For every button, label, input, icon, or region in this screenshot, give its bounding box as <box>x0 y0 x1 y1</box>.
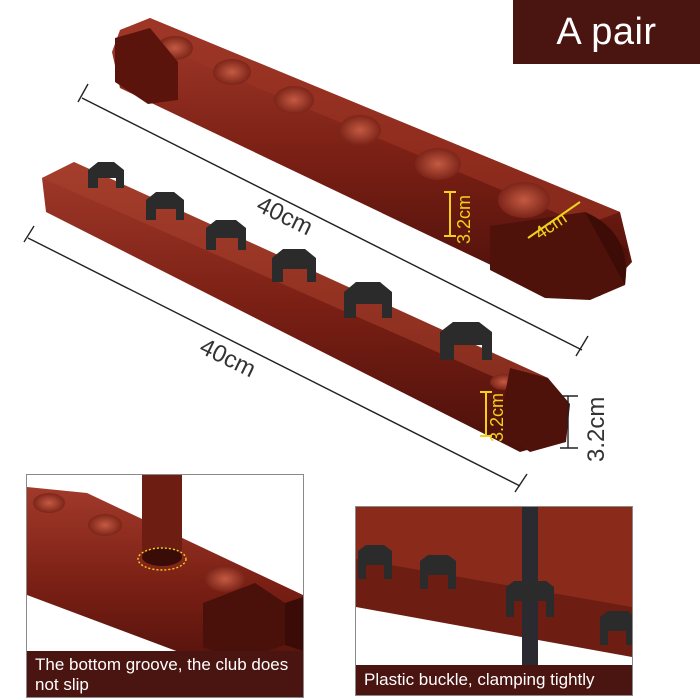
dimension-lines-yellow <box>444 191 581 437</box>
inset-plastic-buckle-photo <box>356 507 632 695</box>
side-height-label: 3.2cm <box>583 397 610 462</box>
dimension-lines <box>23 83 589 493</box>
bottom-rack <box>42 162 570 452</box>
top-rack <box>112 18 632 300</box>
bottom-rack-clips <box>88 162 492 360</box>
inset-bottom-groove: The bottom groove, the club does not sli… <box>26 474 304 698</box>
inset-plastic-buckle: Plastic buckle, clamping tightly <box>355 506 633 696</box>
caption-plastic-buckle: Plastic buckle, clamping tightly <box>356 665 632 695</box>
top-rack-endcaps <box>115 28 628 300</box>
top-rack-holes <box>157 36 550 218</box>
bottom-height-label: 3.2cm <box>487 393 507 442</box>
bottom-length-label: 40cm <box>195 333 260 383</box>
top-length-label: 40cm <box>252 191 317 241</box>
top-height-label: 3.2cm <box>454 195 474 244</box>
badge-a-pair: A pair <box>513 0 700 64</box>
badge-text: A pair <box>556 10 657 53</box>
caption-bottom-groove: The bottom groove, the club does not sli… <box>27 651 303 697</box>
